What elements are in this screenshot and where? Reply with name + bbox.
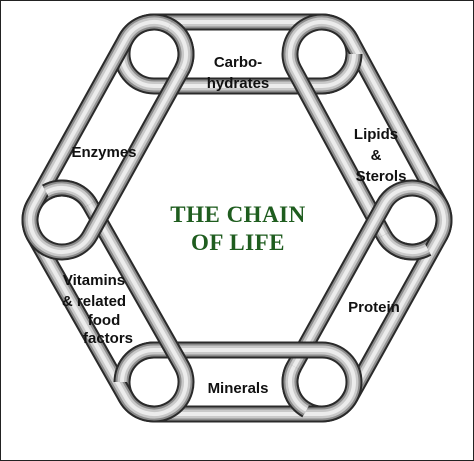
interlock-1 <box>321 53 363 95</box>
interlock-5 <box>42 179 98 209</box>
chain-interlocks <box>42 18 432 418</box>
link-label-enzymes: Enzymes <box>71 144 136 161</box>
carbohydrates-label-line-2: hydrates <box>207 75 270 92</box>
link-label-protein: Protein <box>348 299 400 316</box>
interlock-3 <box>281 362 312 418</box>
title-line-1: THE CHAIN <box>170 202 306 227</box>
link-label-minerals: Minerals <box>208 380 269 397</box>
diagram-title: THE CHAIN OF LIFE <box>170 202 306 255</box>
minerals-label: Minerals <box>208 380 269 397</box>
interlock-2 <box>376 230 432 261</box>
protein-label: Protein <box>348 299 400 316</box>
link-label-vitamins: Vitamins & related food factors <box>62 272 133 347</box>
vitamins-label-line-1: Vitamins <box>63 272 125 289</box>
vitamins-label-line-2: & related <box>62 293 126 310</box>
lipids-label-line-1: Lipids <box>354 126 398 143</box>
link-label-lipids-sterols: Lipids & Sterols <box>354 126 407 185</box>
lipids-label-line-2: & <box>371 147 382 164</box>
link-label-carbohydrates: Carbo- hydrates <box>207 54 270 92</box>
interlock-0 <box>164 18 195 74</box>
carbohydrates-label-line-1: Carbo- <box>214 54 262 71</box>
title-line-2: OF LIFE <box>191 230 285 255</box>
interlock-4 <box>113 341 155 383</box>
lipids-label-line-3: Sterols <box>356 168 407 185</box>
vitamins-label-line-4: factors <box>83 330 133 347</box>
vitamins-label-line-3: food <box>88 312 120 329</box>
enzymes-label: Enzymes <box>71 144 136 161</box>
